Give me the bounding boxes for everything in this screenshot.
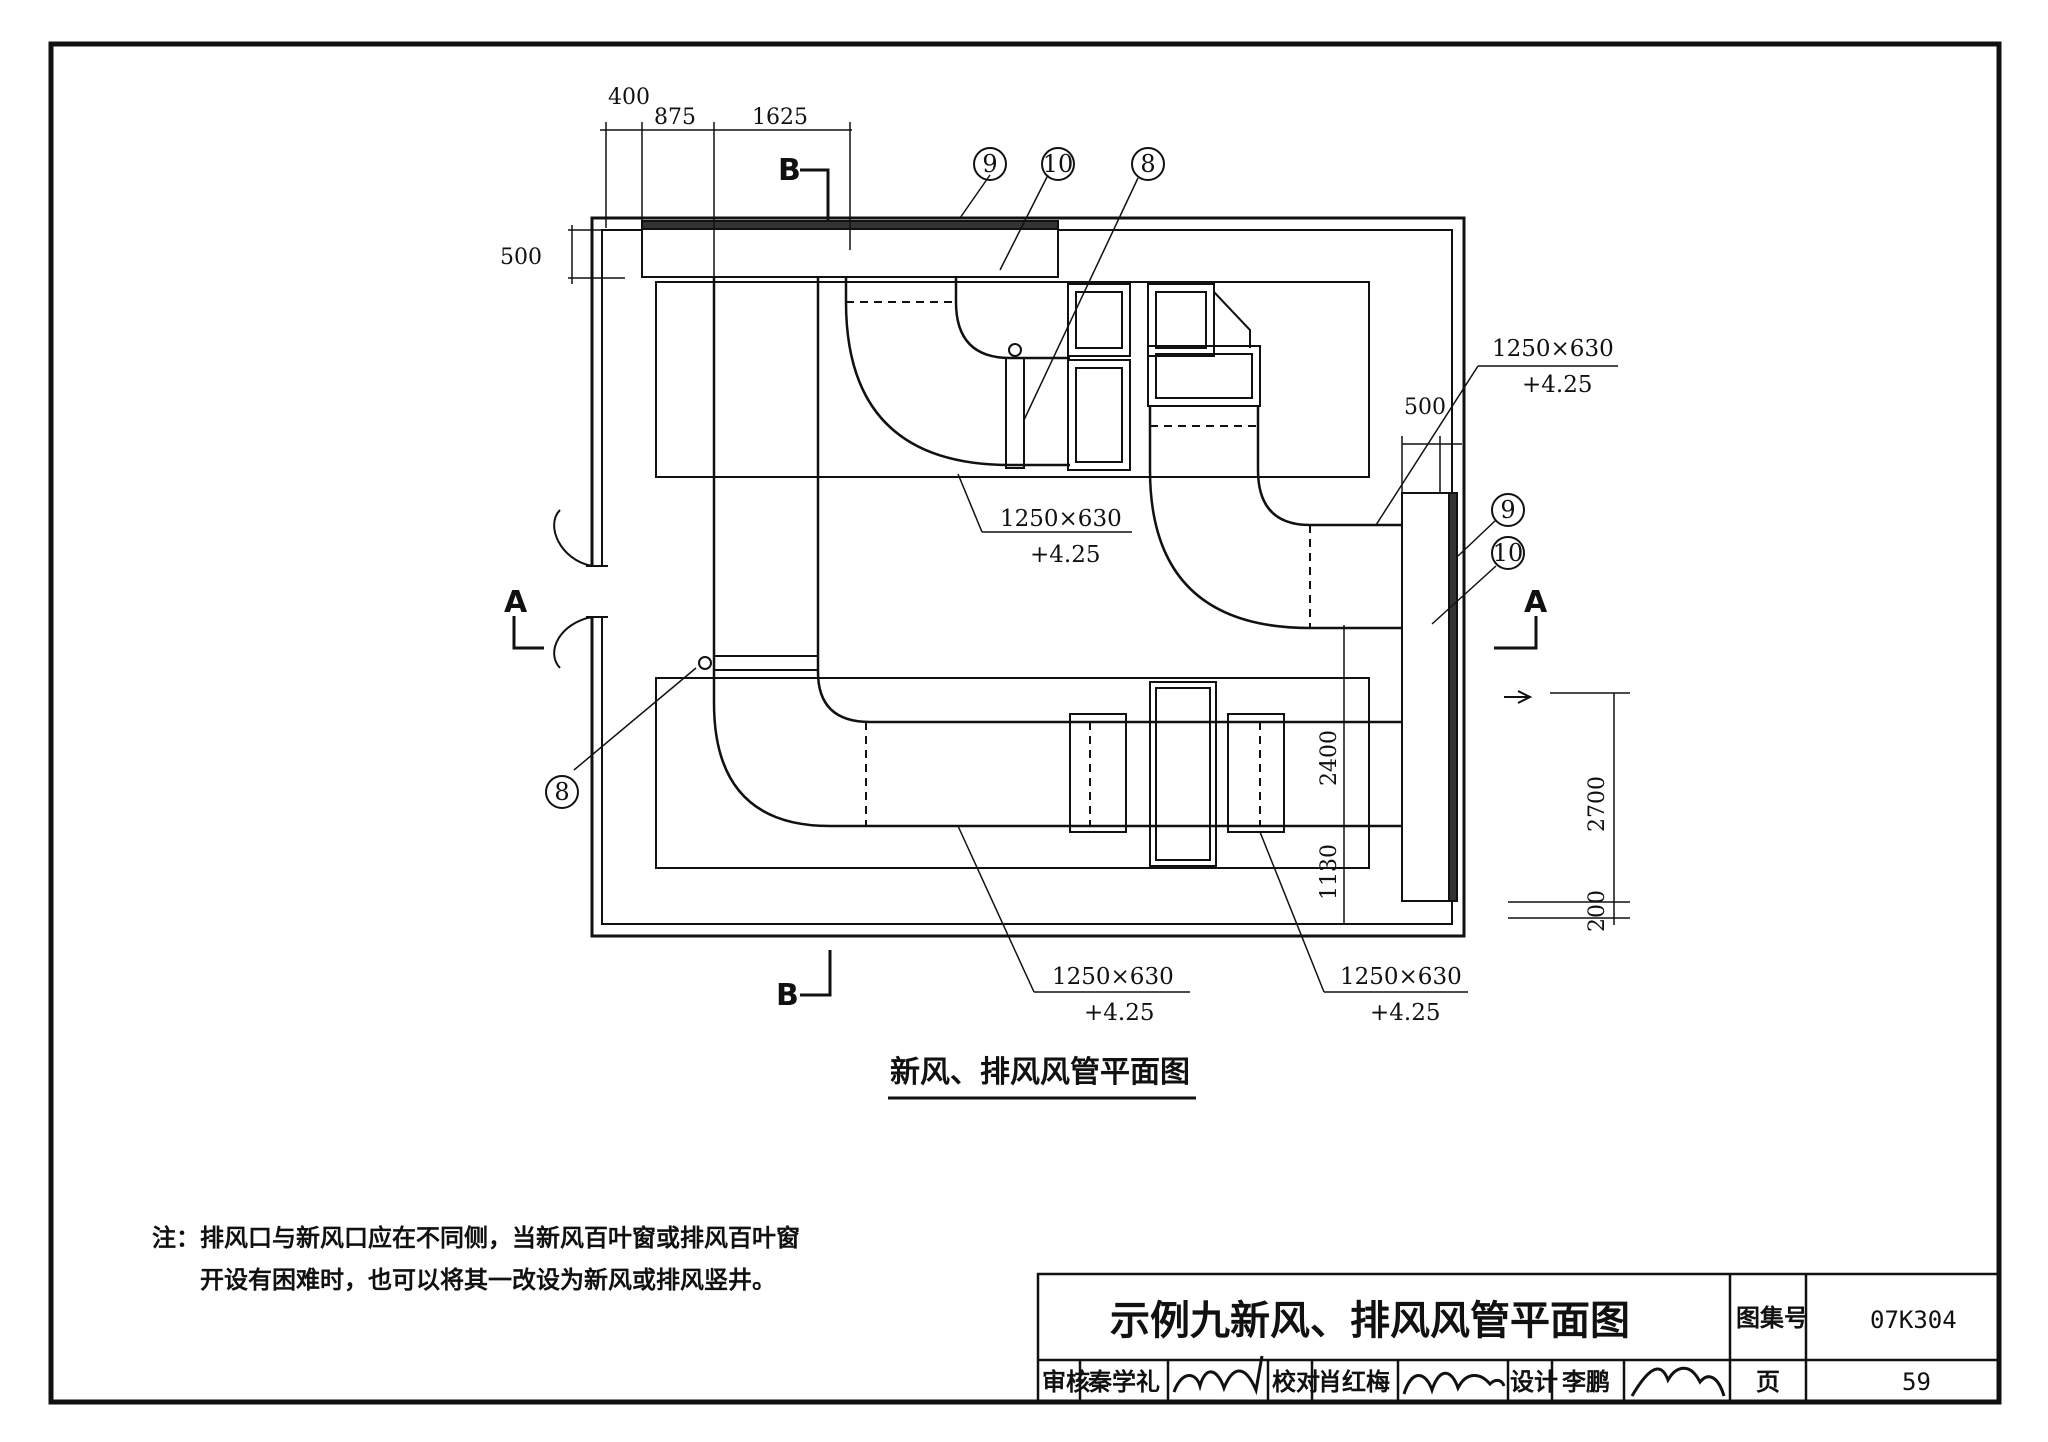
section-b-top: B (778, 153, 801, 188)
page-label: 页 (1756, 1368, 1780, 1396)
design-label: 设计 (1510, 1368, 1558, 1396)
page-number: 59 (1902, 1368, 1931, 1396)
review-name: 秦学礼 (1087, 1368, 1160, 1396)
dimension-lines (568, 122, 1630, 925)
signatures (1172, 1355, 1726, 1397)
sheet-border (48, 41, 2002, 1405)
annotation-upper-center-elevation: +4.25 (1030, 542, 1100, 568)
upper-right-duct (1147, 283, 1402, 630)
dim-875: 875 (654, 105, 696, 130)
atlas-label: 图集号 (1736, 1304, 1808, 1332)
section-mark-letters: B B A A (504, 153, 1548, 1013)
title-block (1036, 1272, 2001, 1404)
room-walls (586, 216, 1466, 938)
dim-2700: 2700 (1585, 776, 1610, 832)
section-a-left: A (504, 585, 528, 620)
annotation-lower-right-elevation: +4.25 (1370, 1000, 1440, 1026)
dim-2400: 2400 (1317, 730, 1342, 786)
annotation-lower-left-size: 1250×630 (1052, 964, 1174, 990)
review-label: 审核 (1042, 1368, 1090, 1396)
title-block-title: 示例九新风、排风风管平面图 (1110, 1298, 1630, 1344)
dimension-texts: 400 875 1625 500 500 2400 1130 2700 200 (500, 85, 1610, 932)
dim-400: 400 (608, 85, 650, 110)
drawing-caption: 新风、排风风管平面图 (890, 1055, 1190, 1090)
annotation-upper-right-size: 1250×630 (1492, 336, 1614, 362)
duct-annotations: 1250×630 +4.25 1250×630 +4.25 1250×630 +… (1000, 336, 1614, 1026)
note-line-1: 注：排风口与新风口应在不同侧，当新风百叶窗或排风百叶窗 (152, 1224, 800, 1252)
bubble-10-top: 10 (1043, 150, 1074, 178)
bubble-circles (545, 147, 1525, 809)
annotation-lower-left-elevation: +4.25 (1084, 1000, 1154, 1026)
check-label: 校对 (1272, 1368, 1320, 1396)
section-a-right: A (1524, 585, 1548, 620)
annotation-upper-center-size: 1250×630 (1000, 506, 1122, 532)
annotation-upper-right-elevation: +4.25 (1522, 372, 1592, 398)
right-louver (1401, 492, 1458, 902)
signature-review (1172, 1355, 1264, 1396)
atlas-number: 07K304 (1870, 1306, 1957, 1334)
fresh-air-riser-duct (712, 277, 871, 828)
fire-damper-upper (1005, 343, 1025, 469)
bubble-8-left: 8 (554, 778, 569, 806)
check-name: 肖红梅 (1318, 1368, 1390, 1396)
dim-500-top: 500 (500, 245, 542, 270)
bubble-numbers: 9 10 8 9 10 8 (554, 150, 1523, 806)
dim-1625: 1625 (752, 105, 808, 130)
signature-check (1402, 1371, 1506, 1395)
leader-lines (573, 174, 1618, 993)
dim-200: 200 (1585, 890, 1610, 932)
bubble-10-right: 10 (1493, 539, 1524, 567)
signature-design (1630, 1366, 1726, 1397)
title-block-texts: 示例九新风、排风风管平面图 图集号 07K304 审核 秦学礼 校对 肖红梅 设… (1042, 1298, 1957, 1396)
equipment-units (655, 281, 1370, 869)
dim-1130: 1130 (1317, 844, 1342, 900)
bubble-9-top: 9 (982, 150, 997, 178)
section-b-bottom: B (776, 978, 799, 1013)
bubble-8-top: 8 (1140, 150, 1155, 178)
note-line-2: 开设有困难时，也可以将其一改设为新风或排风竖井。 (200, 1266, 776, 1294)
door-swing (553, 509, 593, 669)
section-mark-lines (512, 168, 1538, 997)
annotation-lower-right-size: 1250×630 (1340, 964, 1462, 990)
fire-damper-lower (698, 655, 819, 671)
dim-500-right: 500 (1404, 395, 1446, 420)
bubble-9-right: 9 (1500, 496, 1515, 524)
design-name: 李鹏 (1562, 1368, 1610, 1396)
upper-left-elbow-duct (844, 277, 1131, 471)
plan-drawing (512, 122, 1630, 997)
